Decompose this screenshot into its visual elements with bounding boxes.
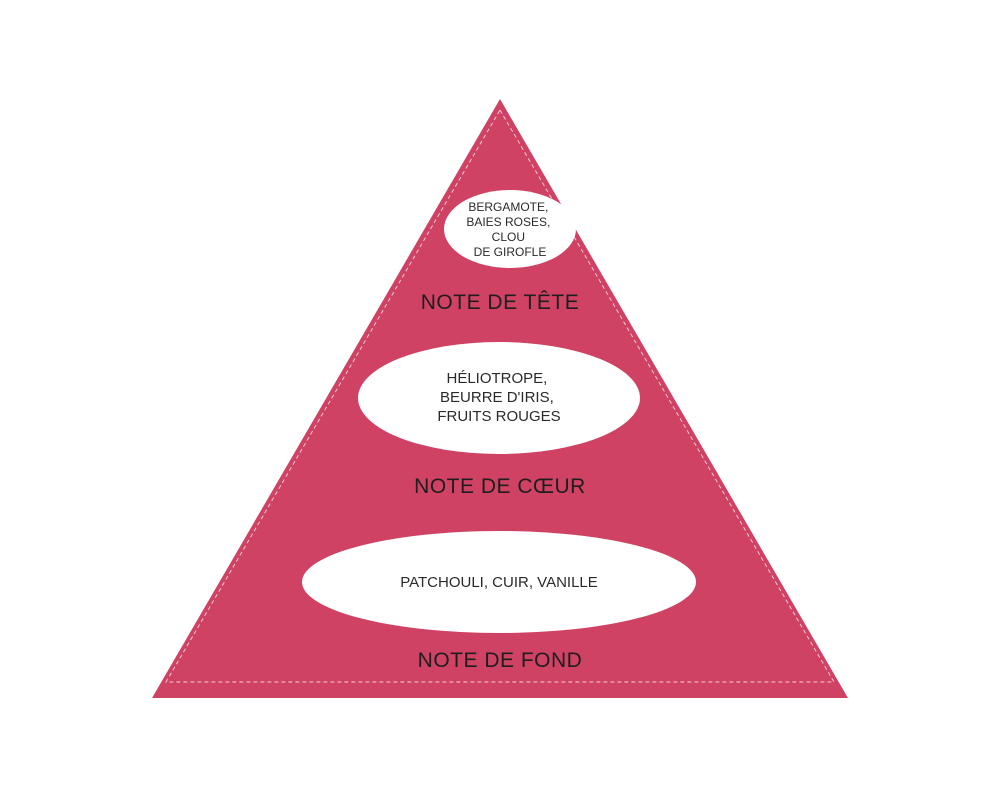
base-note-line: PATCHOULI, CUIR, VANILLE — [400, 574, 598, 591]
heart-note-line: BEURRE D'IRIS, — [440, 389, 554, 406]
heart-note-line: FRUITS ROUGES — [437, 408, 560, 425]
top-note-line: DE GIROFLE — [474, 245, 547, 259]
top-notes-text: BERGAMOTE, BAIES ROSES, CLOU DE GIROFLE — [466, 200, 553, 259]
heart-note-label: NOTE DE CŒUR — [414, 475, 586, 498]
top-note-line: CLOU — [492, 230, 525, 244]
heart-note-line: HÉLIOTROPE, — [446, 370, 547, 387]
top-notes-ellipse — [444, 190, 576, 268]
top-note-line: BERGAMOTE, — [468, 200, 548, 214]
base-notes-text: PATCHOULI, CUIR, VANILLE — [400, 574, 598, 591]
base-notes-ellipse — [302, 531, 696, 633]
top-note-label: NOTE DE TÊTE — [421, 291, 579, 314]
heart-notes-text: HÉLIOTROPE, BEURRE D'IRIS, FRUITS ROUGES — [437, 370, 560, 425]
base-note-label: NOTE DE FOND — [418, 649, 583, 672]
top-note-line: BAIES ROSES, — [466, 215, 550, 229]
pyramid-dashed-border — [165, 109, 835, 683]
heart-notes-ellipse — [358, 342, 640, 454]
